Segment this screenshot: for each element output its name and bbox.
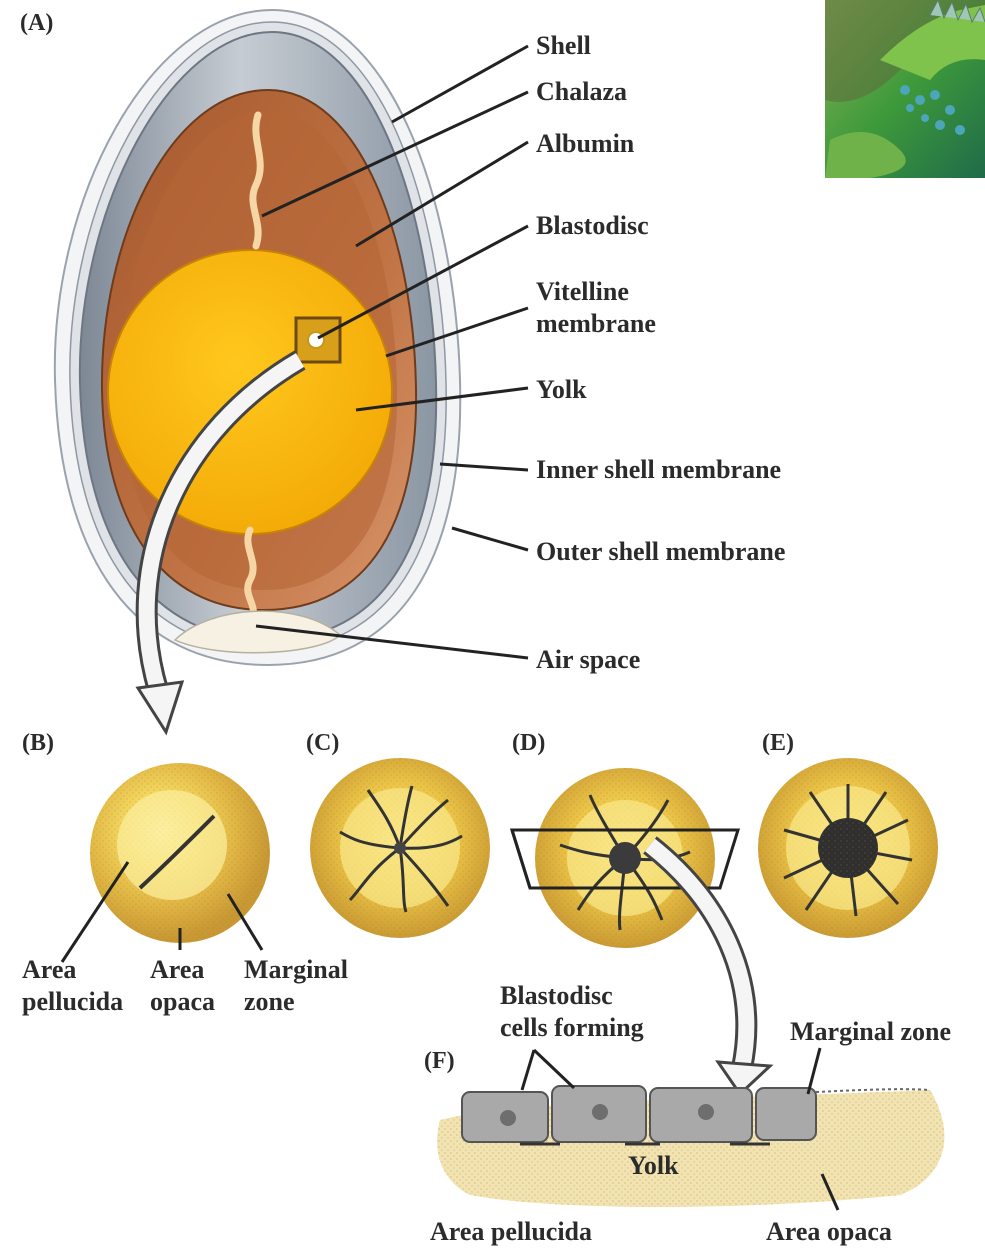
blastodisc-stage-c <box>310 758 490 938</box>
b-area-opaca-line2: opaca <box>150 987 215 1016</box>
albumin-label: Albumin <box>536 129 635 158</box>
shell-label: Shell <box>536 31 591 60</box>
panel-b-label: (B) <box>22 730 54 756</box>
b-marginal-zone-line1: Marginal <box>244 955 348 984</box>
iguana-photo <box>825 0 985 178</box>
chalaza-label: Chalaza <box>536 77 627 106</box>
inner-shell-membrane-label: Inner shell membrane <box>536 455 781 484</box>
air-space-label: Air space <box>536 645 640 674</box>
panel-d-label: (D) <box>512 730 545 756</box>
f-marginal-zone-label: Marginal zone <box>790 1017 951 1046</box>
panel-c-label: (C) <box>306 730 339 756</box>
panel-a-label: (A) <box>20 10 53 36</box>
f-blastodisc-cells-line2: cells forming <box>500 1013 644 1042</box>
b-area-pellucida-line1: Area <box>22 955 76 984</box>
outer-shell-membrane-label: Outer shell membrane <box>536 537 785 566</box>
f-yolk-label: Yolk <box>628 1151 679 1180</box>
b-marginal-zone-line2: zone <box>244 987 295 1016</box>
f-area-opaca-label: Area opaca <box>766 1217 892 1246</box>
b-area-pellucida-line2: pellucida <box>22 987 123 1016</box>
f-area-pellucida-label: Area pellucida <box>430 1217 592 1246</box>
panel-e-label: (E) <box>762 730 794 756</box>
panel-f-label: (F) <box>424 1048 455 1074</box>
vitelline-label-line2: membrane <box>536 309 656 338</box>
blastodisc-stage-e <box>758 758 938 938</box>
f-blastodisc-cells-line1: Blastodisc <box>500 981 613 1010</box>
yolk-label: Yolk <box>536 375 587 404</box>
blastodisc-stage-d <box>512 768 770 1094</box>
b-area-opaca-line1: Area <box>150 955 204 984</box>
blastodisc-cross-section <box>437 1048 944 1210</box>
vitelline-label-line1: Vitelline <box>536 277 629 306</box>
blastodisc-label: Blastodisc <box>536 211 649 240</box>
blastodisc-cell <box>756 1088 816 1140</box>
blastodisc-stage-b <box>62 763 270 962</box>
